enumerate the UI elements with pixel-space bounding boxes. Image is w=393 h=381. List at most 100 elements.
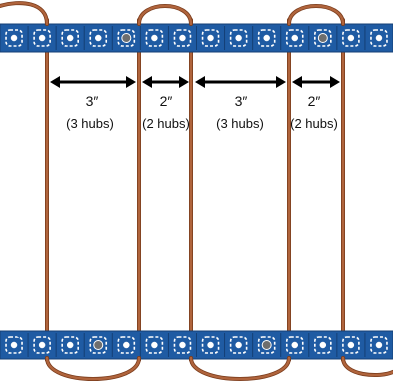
pipe-top-entry-shadow <box>0 1 49 26</box>
spacing-4-distance: 2″ <box>308 93 321 109</box>
bottom-hub <box>224 333 248 357</box>
arrow-head-right <box>276 76 286 88</box>
hub-ring <box>61 336 79 354</box>
pipe-bottom-exit-shadow <box>341 356 393 378</box>
spacing-arrows <box>50 76 340 88</box>
hub-center <box>235 34 242 42</box>
bottom-hub <box>336 333 360 357</box>
pipe-bottom-bend-shadow <box>45 356 141 381</box>
pipe-top-entry <box>0 1 49 26</box>
spacing-3-distance: 3″ <box>235 93 248 109</box>
bottom-hub <box>167 333 192 357</box>
hub-ring <box>89 29 108 47</box>
hub-ring <box>117 29 136 47</box>
spacing-arrow <box>142 76 189 88</box>
spacing-4-hubs: (2 hubs) <box>290 116 338 131</box>
hub-ring <box>89 336 108 354</box>
bottom-hub-strip <box>0 330 393 360</box>
hub-pipe-clip <box>261 340 272 350</box>
hub-center <box>123 341 130 349</box>
pipe-bottom-bend <box>45 356 141 381</box>
hub-ring <box>201 336 220 354</box>
arrow-head-right <box>126 76 136 88</box>
hub-ring <box>173 29 192 47</box>
hub-center <box>263 34 270 42</box>
pipe-top-bend <box>137 4 193 26</box>
pipe-bottom-exit <box>341 356 393 377</box>
bottom-hub <box>111 333 136 357</box>
hub-ring <box>229 336 248 354</box>
top-hub <box>0 26 23 50</box>
hub-center <box>375 34 383 42</box>
spacing-arrow <box>195 76 286 88</box>
top-hub <box>167 26 192 50</box>
hub-ring <box>117 336 136 354</box>
hub-center <box>179 341 186 349</box>
bottom-hub <box>280 333 304 357</box>
arrow-head-right <box>330 76 340 88</box>
hub-ring <box>33 336 51 354</box>
bottom-hub <box>364 333 388 357</box>
hub-ring <box>173 336 192 354</box>
hub-center <box>235 341 242 349</box>
hub-center <box>10 34 18 42</box>
hub-center <box>207 341 214 349</box>
top-hub <box>364 26 388 50</box>
hub-pipe-clip <box>121 33 132 43</box>
hub-ring <box>229 29 248 47</box>
top-hub <box>308 26 332 50</box>
hub-ring <box>145 336 164 354</box>
top-hub <box>139 26 164 50</box>
top-hub <box>27 26 51 50</box>
arrow-head-left <box>50 76 60 88</box>
pipe-top-bend-shadow <box>287 4 345 26</box>
top-hub <box>111 26 136 50</box>
hub-ring <box>61 29 79 47</box>
spacing-arrow <box>50 76 136 88</box>
hub-ring <box>314 336 332 354</box>
hub-ring <box>257 336 276 354</box>
hub-center <box>291 341 298 349</box>
spacing-1-hubs: (3 hubs) <box>66 116 114 131</box>
spacing-2-distance: 2″ <box>160 93 173 109</box>
pipe-top-bend <box>287 4 345 26</box>
bottom-hub <box>252 333 276 357</box>
top-hub-strip <box>0 23 393 53</box>
hub-center <box>151 341 158 349</box>
hub-ring <box>370 29 388 47</box>
bottom-hub <box>139 333 164 357</box>
hub-ring <box>342 336 360 354</box>
bottom-hub <box>196 333 220 357</box>
hub-center <box>347 34 355 42</box>
bottom-hub <box>0 333 23 357</box>
hub-ring <box>201 29 220 47</box>
hub-ring <box>33 29 51 47</box>
hub-center <box>207 34 214 42</box>
hub-ring <box>370 336 388 354</box>
pipe-top-bend-shadow <box>137 4 193 26</box>
spacing-labels: 3″ (3 hubs) 2″ (2 hubs) 3″ (3 hubs) 2″ (… <box>66 93 338 131</box>
top-hub <box>55 26 79 50</box>
spacing-2-hubs: (2 hubs) <box>142 116 190 131</box>
hub-center <box>10 341 18 349</box>
bottom-hub <box>83 333 108 357</box>
top-hub <box>252 26 276 50</box>
pipe-bottom-bend-shadow <box>189 356 291 381</box>
hub-ring <box>285 336 304 354</box>
hub-ring <box>5 336 23 354</box>
pipe-bottom-bend <box>189 356 291 381</box>
heating-pipe-lower-layer <box>45 18 345 362</box>
spacing-1-distance: 3″ <box>86 93 99 109</box>
hub-center <box>38 341 46 349</box>
hub-pipe-clip <box>317 33 328 43</box>
bottom-hub <box>308 333 332 357</box>
top-hub <box>224 26 248 50</box>
bottom-hub <box>27 333 51 357</box>
top-hub <box>83 26 108 50</box>
hub-ring <box>5 29 23 47</box>
hub-center <box>319 341 327 349</box>
hub-center <box>38 34 46 42</box>
arrow-head-left <box>292 76 302 88</box>
top-hub <box>196 26 220 50</box>
